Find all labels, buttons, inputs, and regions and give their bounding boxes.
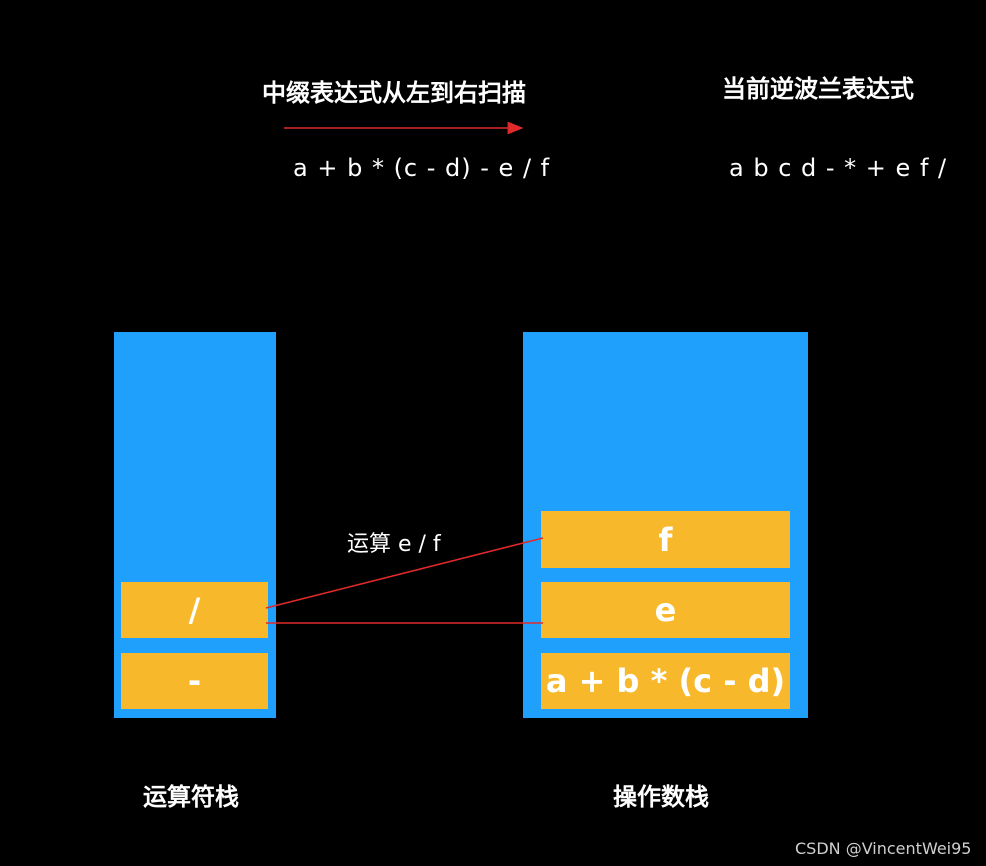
operator-stack-label: 运算符栈 [143, 783, 239, 811]
rpn-expression: a b c d - * + e f / [729, 154, 948, 182]
operand-stack-item-expression: a + b * (c - d) [541, 653, 790, 709]
scan-direction-title: 中缀表达式从左到右扫描 [262, 79, 526, 107]
operand-stack-item-e: e [541, 582, 790, 638]
rpn-title: 当前逆波兰表达式 [722, 75, 914, 103]
watermark: CSDN @VincentWei95 [795, 839, 972, 858]
operand-stack-item-f: f [541, 511, 790, 568]
operator-stack-item-slash: / [121, 582, 268, 638]
infix-expression: a + b * (c - d) - e / f [293, 154, 551, 182]
operand-stack-label: 操作数栈 [613, 783, 709, 811]
operator-stack-item-minus: - [121, 653, 268, 709]
connector-line-to-f [265, 537, 544, 609]
operation-label: 运算 e / f [347, 532, 441, 557]
